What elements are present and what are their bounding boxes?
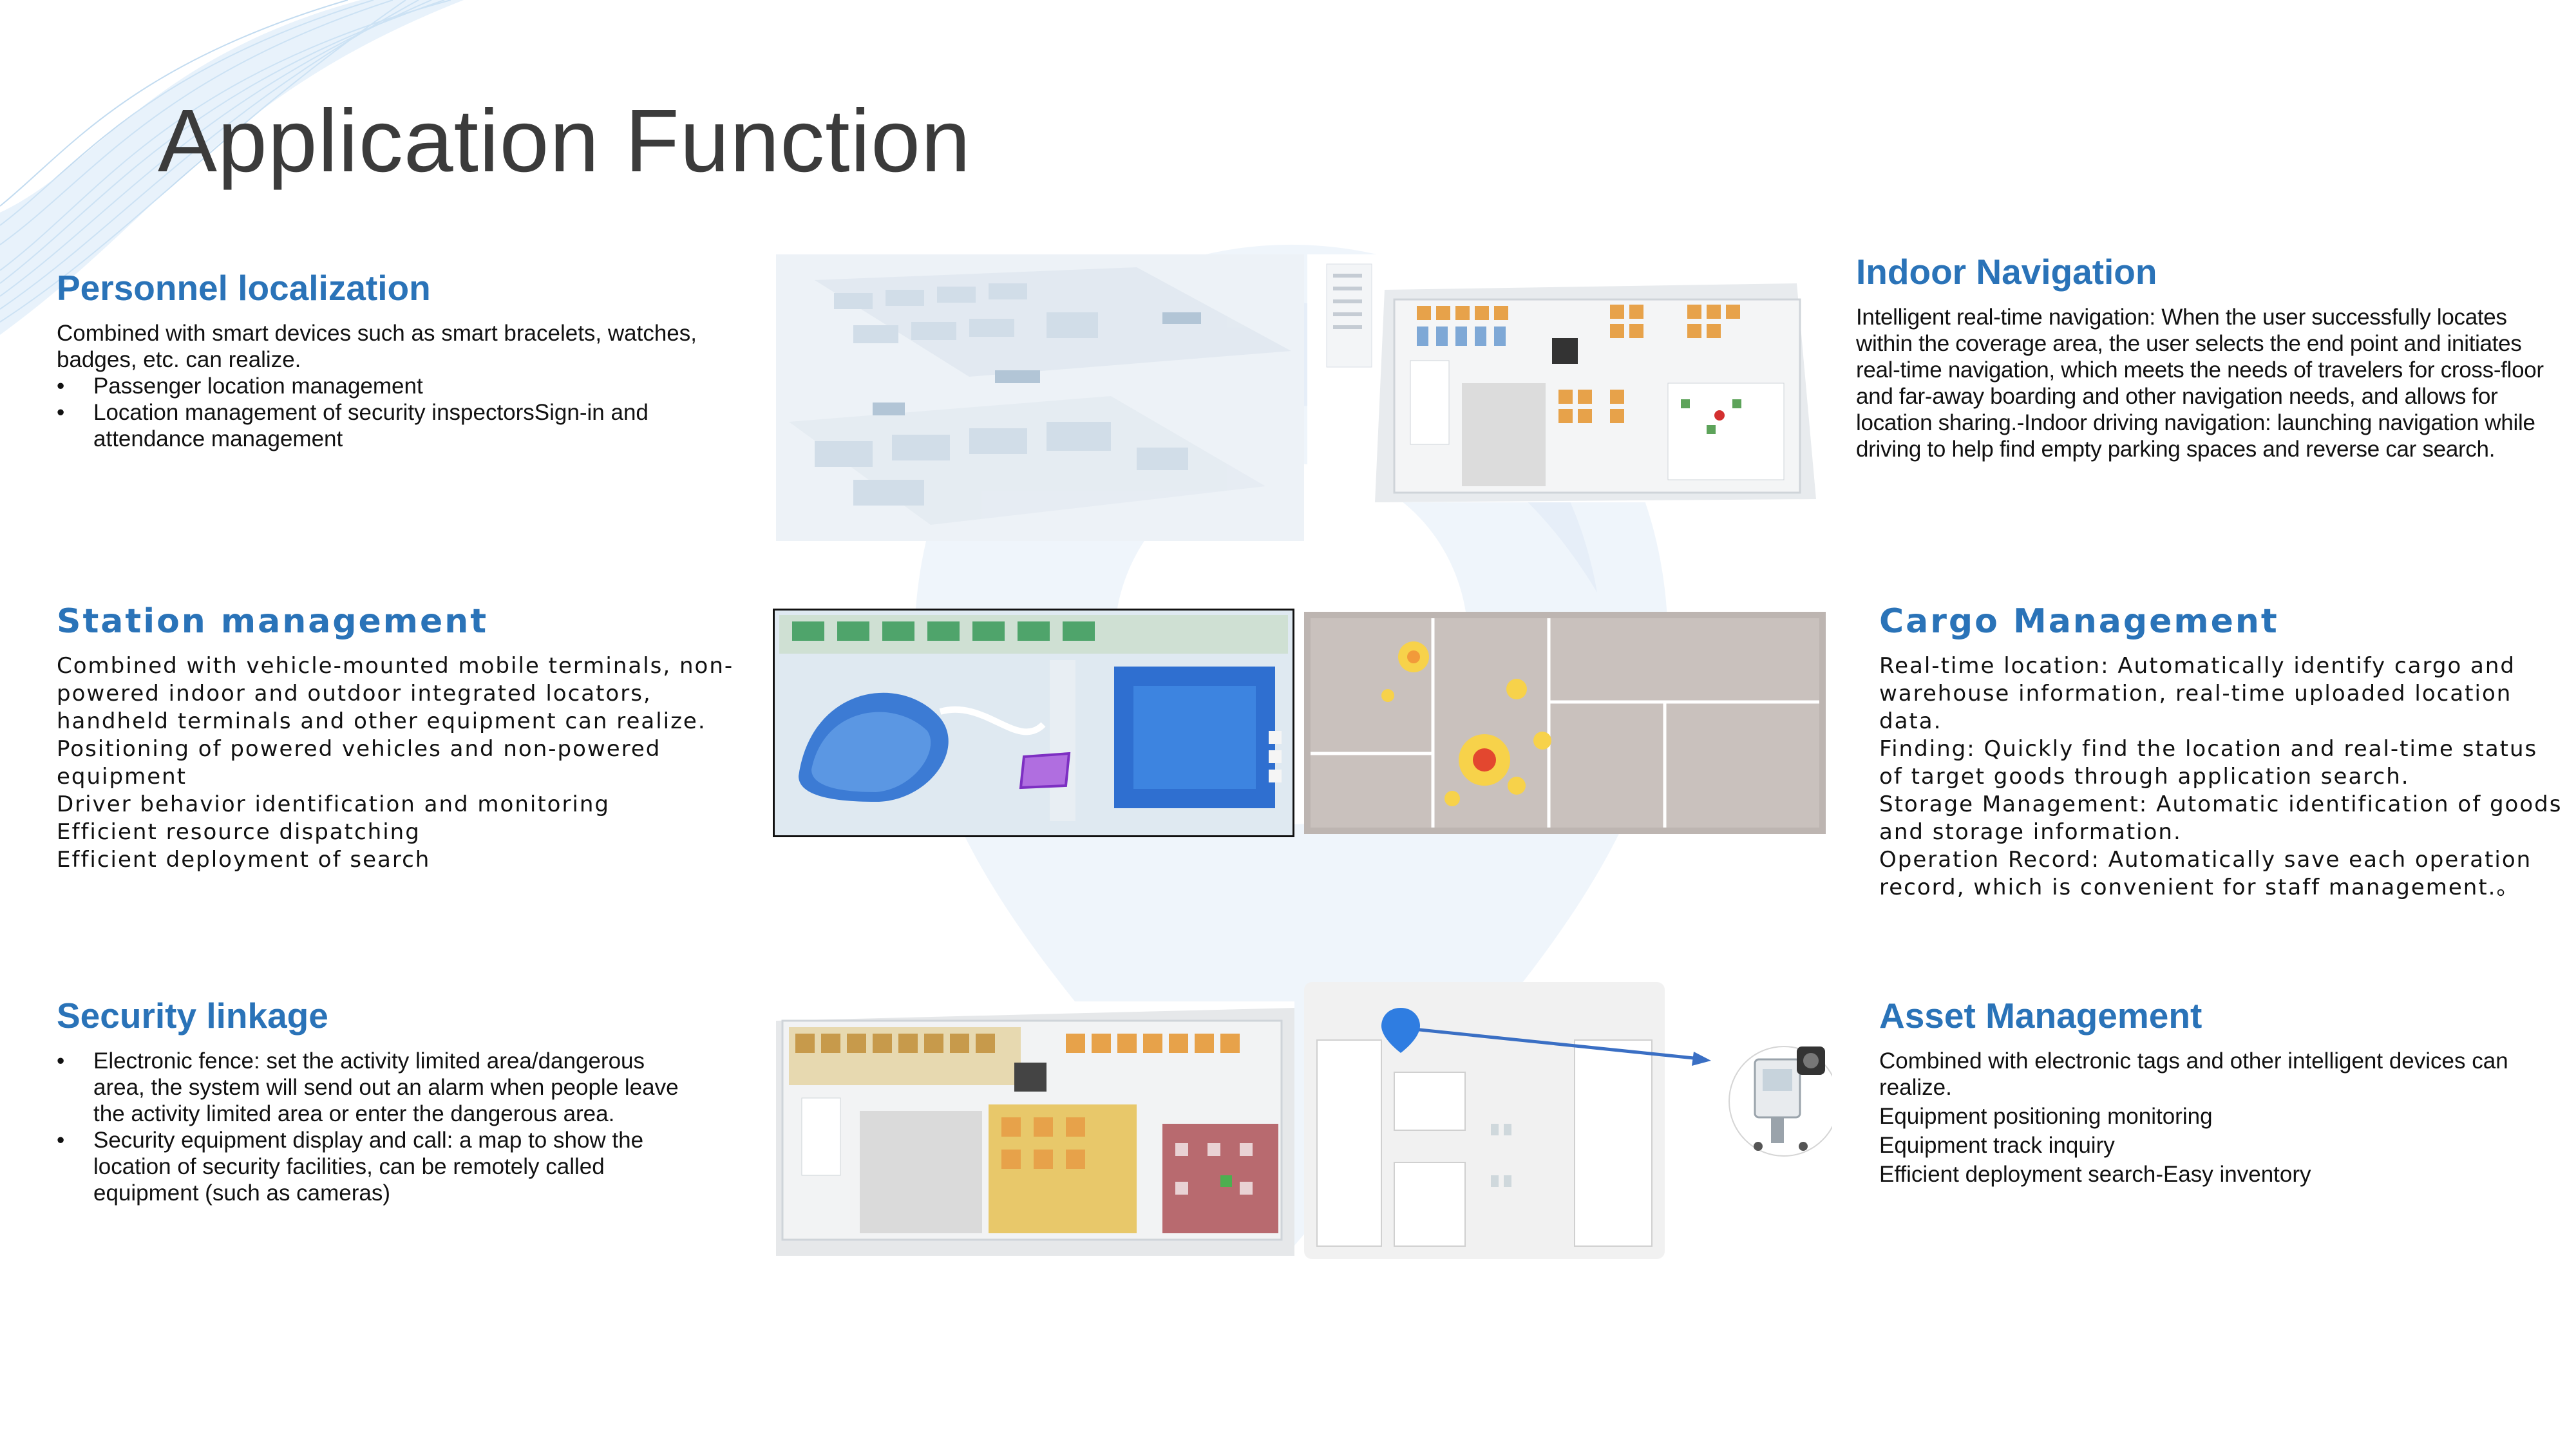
section-heading: Personnel localization [57,268,431,308]
page-title: Application Function [158,91,971,191]
bullet-text: Passenger location management [93,374,423,399]
section-cargo-management: Cargo Management Real-time location: Aut… [1879,602,2568,902]
body-line: Finding: Quickly find the location and r… [1879,736,2538,790]
section-indoor-navigation: Indoor Navigation Intelligent real-time … [1856,251,2558,462]
list-item: • Security equipment display and call: a … [57,1127,701,1206]
indoor-navigation-3d-map [1307,254,1816,502]
body-line: Operation Record: Automatically save eac… [1879,847,2532,900]
section-station-management: Station management Combined with vehicle… [57,602,739,874]
body-line: Real-time location: Automatically identi… [1879,653,2516,734]
bullet-glyph: • [57,1128,65,1153]
cargo-heatmap-image [1304,612,1826,834]
section-body: Combined with smart devices such as smar… [57,320,701,452]
section-body: Combined with vehicle-mounted mobile ter… [57,652,739,874]
decorative-wave [0,0,464,335]
section-heading: Indoor Navigation [1856,252,2157,292]
body-line: Combined with vehicle-mounted mobile ter… [57,653,734,734]
section-body: • Electronic fence: set the activity limi… [57,1048,701,1206]
intro-text: Combined with smart devices such as smar… [57,321,697,372]
personnel-floorplan-image [776,254,1304,541]
bullet-glyph: • [57,1048,65,1074]
section-body: Intelligent real-time navigation: When t… [1856,305,2544,462]
bullet-glyph: • [57,374,65,399]
station-management-site-map [773,609,1294,837]
asset-tracking-map-image [1304,982,1832,1259]
section-security-linkage: Security linkage • Electronic fence: set … [57,995,701,1206]
bullet-text: Location management of security inspecto… [93,400,649,451]
section-heading: Asset Management [1879,996,2202,1036]
body-line: Efficient deployment of search [57,847,431,873]
section-asset-management: Asset Management Combined with electroni… [1879,995,2549,1188]
bullet-glyph: • [57,400,65,425]
bullet-text: Electronic fence: set the activity limit… [93,1048,679,1126]
section-heading: Station management [57,602,489,641]
body-line: Storage Management: Automatic identifica… [1879,791,2562,845]
body-line: Efficient deployment search-Easy invento… [1879,1162,2311,1187]
body-line: Driver behavior identification and monit… [57,791,611,817]
body-line: Efficient resource dispatching [57,819,421,845]
list-item: • Electronic fence: set the activity limi… [57,1048,701,1127]
section-heading: Cargo Management [1879,602,2279,641]
security-3d-floor-image [776,1001,1294,1256]
list-item: • Location management of security inspect… [57,399,701,452]
body-line: Positioning of powered vehicles and non-… [57,736,661,790]
list-item: • Passenger location management [57,373,701,399]
body-line: Equipment positioning monitoring [1879,1104,2213,1129]
bullet-text: Security equipment display and call: a m… [93,1128,644,1206]
section-heading: Security linkage [57,996,328,1036]
body-line: Equipment track inquiry [1879,1133,2115,1158]
section-personnel: Personnel localization Combined with sma… [57,267,701,452]
body-line: Combined with electronic tags and other … [1879,1048,2508,1100]
section-body: Real-time location: Automatically identi… [1879,652,2568,902]
section-body: Combined with electronic tags and other … [1879,1048,2549,1188]
